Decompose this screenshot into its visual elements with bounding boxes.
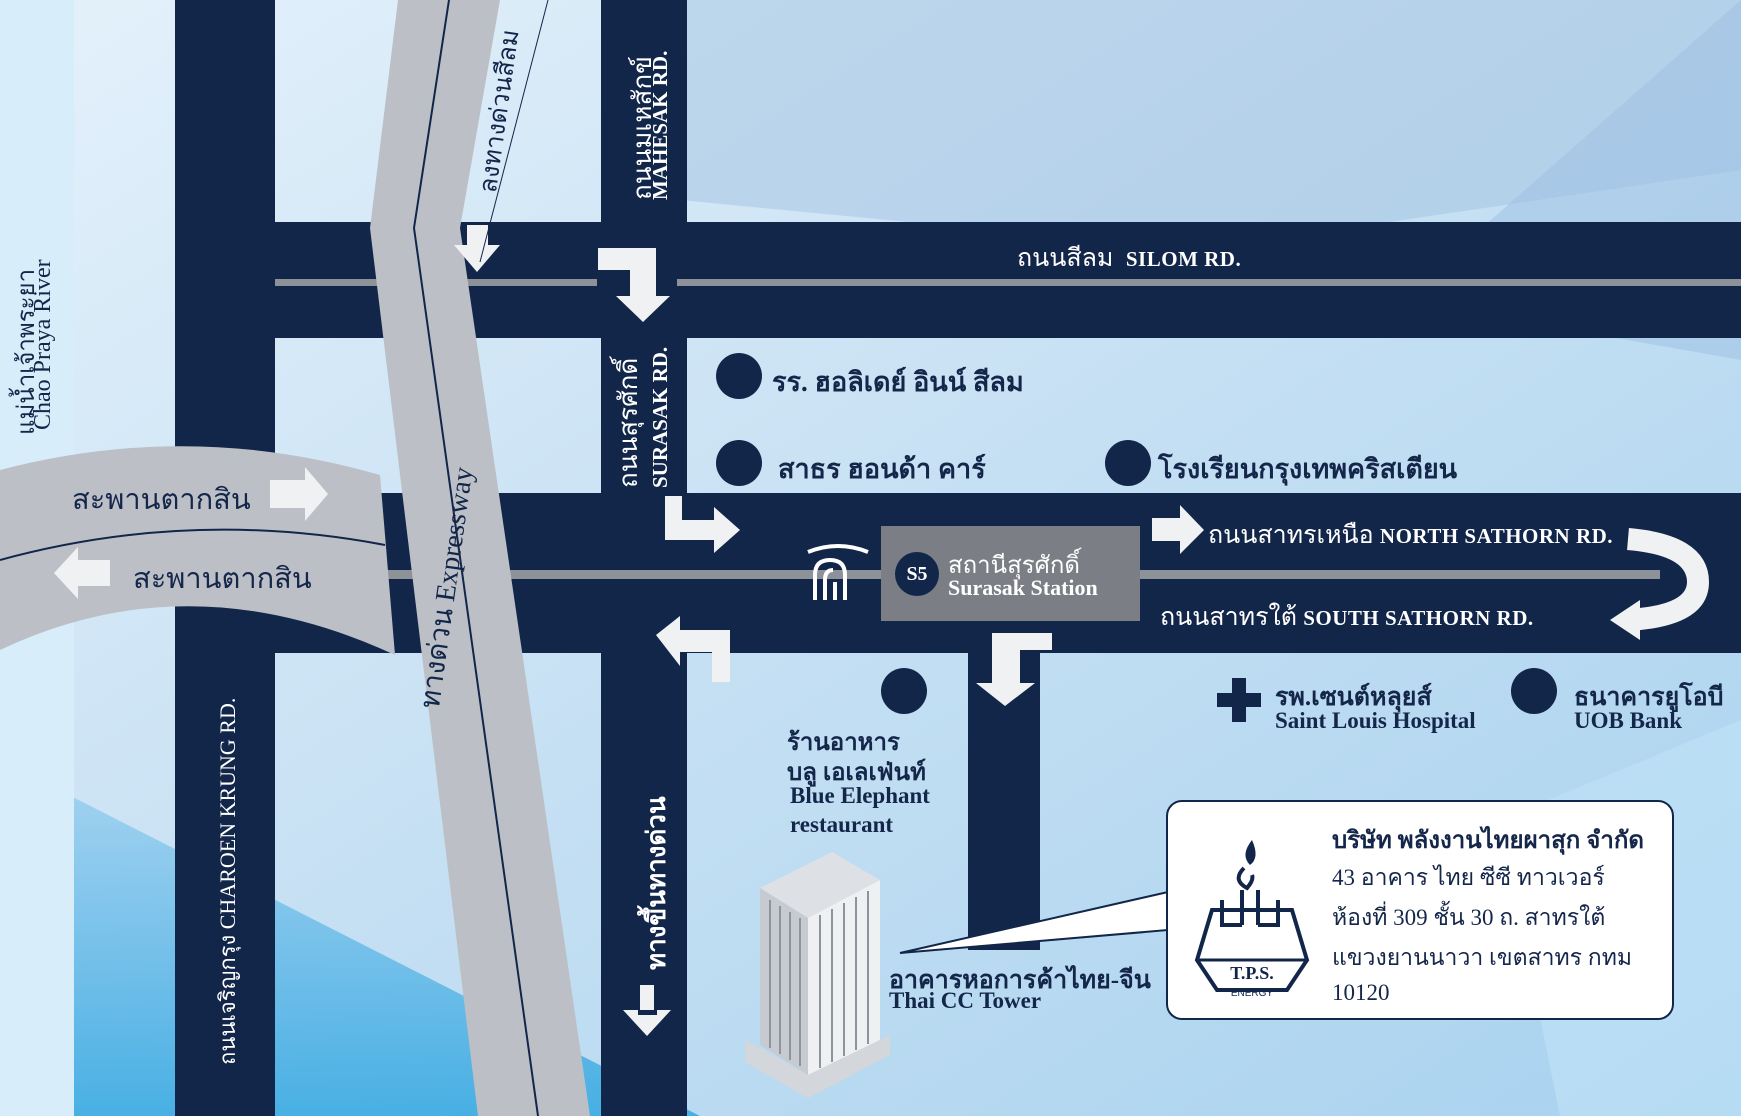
surasak-road-label: ถนนสุรศักดิ์ — [614, 357, 643, 488]
expressway-entry-arrow — [623, 1010, 671, 1036]
surasak-turn-arrow — [665, 496, 740, 553]
company-info-box: T.P.S. ENERGY บริษัท พลังงานไทยผาสุก จำก… — [1166, 800, 1674, 1020]
station-code-badge: S5 — [895, 552, 939, 596]
thai-cc-thai-label: อาคารหอการค้าไทย-จีน — [889, 967, 1151, 994]
company-address-line-3: แขวงยานนาวา เขตสาทร กทม — [1332, 945, 1633, 970]
light-ray — [680, 0, 1741, 250]
honda-marker — [716, 440, 762, 486]
thai-cc-en-label: Thai CC Tower — [889, 988, 1042, 1013]
bridge-east-arrow — [270, 467, 328, 521]
u-turn-arrow — [1626, 528, 1710, 631]
north-sathorn-arrow — [1152, 505, 1204, 554]
honda-label: สาธร ฮอนด้า คาร์ — [778, 454, 986, 484]
river-en-label: Chao Praya River — [30, 259, 56, 430]
silom-median — [677, 279, 1741, 286]
logo-text: T.P.S. — [1230, 963, 1274, 983]
station-en-name: Surasak Station — [948, 575, 1098, 600]
blue-elephant-label-3: Blue Elephant — [790, 783, 930, 808]
holiday-inn-marker — [716, 353, 762, 399]
bangkok-christian-marker — [1105, 440, 1151, 486]
blue-elephant-label-2: บลู เอเลเฟ่นท์ — [787, 760, 926, 786]
logo-subtext: ENERGY — [1231, 988, 1274, 999]
charoen-krung-road-label: ถนนเจริญกรุง CHAROEN KRUNG RD. — [215, 697, 240, 1065]
south-sathorn-road-label: ถนนสาทรใต้ SOUTH SATHORN RD. — [1160, 604, 1534, 631]
bts-logo — [807, 544, 869, 600]
surasak-left-arrow — [656, 616, 730, 682]
silom-turn-arrow — [598, 248, 670, 322]
hospital-cross-icon — [1217, 678, 1261, 722]
blue-elephant-marker — [881, 668, 927, 714]
station-thai-name: สถานีสุรศักดิ์ — [948, 553, 1080, 579]
holiday-inn-label: รร. ฮอลิเดย์ อินน์ สีลม — [772, 367, 1024, 397]
thai-cc-tower-building — [745, 852, 890, 1098]
uob-thai-label: ธนาคารยูโอบี — [1574, 684, 1724, 711]
blue-elephant-label-4: restaurant — [790, 812, 894, 837]
silom-road-label: ถนนสีลม SILOM RD. — [1017, 245, 1242, 272]
expressway-entry-arrow — [640, 985, 654, 1010]
company-address-line-2: ห้องที่ 309 ชั้น 30 ถ. สาทรใต้ — [1332, 905, 1606, 930]
u-turn-arrow-head — [1610, 600, 1640, 640]
direction-arrows — [54, 225, 1204, 1036]
uob-en-label: UOB Bank — [1574, 708, 1683, 733]
surasak-road-en-label: SURASAK RD. — [648, 346, 672, 488]
bridge-divider — [0, 528, 386, 561]
saint-louis-en-label: Saint Louis Hospital — [1275, 708, 1476, 733]
bridge-west-arrow — [54, 547, 110, 599]
expressway-entry-label: ทางขึ้นทางด่วน — [642, 796, 671, 970]
tps-energy-logo: T.P.S. ENERGY — [1194, 840, 1310, 999]
bridge-label-top: สะพานตากสิน — [72, 484, 251, 516]
company-address-line-1: 43 อาคาร ไทย ซีซี ทาวเวอร์ — [1332, 865, 1605, 890]
expressway — [370, 0, 590, 1116]
saint-louis-thai-label: รพ.เซนต์หลุยส์ — [1275, 684, 1432, 711]
uob-marker — [1511, 668, 1557, 714]
bridge-label-bottom: สะพานตากสิน — [133, 563, 312, 595]
company-address-line-4: 10120 — [1332, 980, 1390, 1005]
silom-exit-arrow — [454, 225, 500, 272]
bangkok-christian-label: โรงเรียนกรุงเทพคริสเตียน — [1158, 454, 1458, 484]
blue-elephant-label-1: ร้านอาหาร — [787, 730, 900, 756]
company-name: บริษัท พลังงานไทยผาสุก จำกัด — [1332, 828, 1644, 854]
expressway-divider — [412, 0, 539, 1116]
south-side-arrow — [976, 633, 1052, 706]
exit-leader-line — [479, 0, 549, 263]
mahesak-road-en-label: MAHESAK RD. — [648, 50, 672, 200]
north-sathorn-road-label: ถนนสาทรเหนือ NORTH SATHORN RD. — [1208, 522, 1614, 549]
